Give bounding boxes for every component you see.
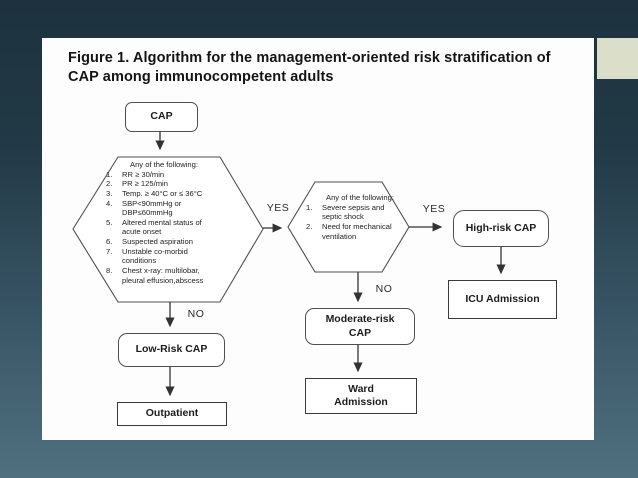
decision-2-criteria: 1. Severe sepsis and septic shock 2. Nee… — [306, 203, 408, 242]
criteria-item: 2. PR ≥ 125/min — [106, 179, 168, 189]
label-yes-1: YES — [266, 202, 290, 214]
node-cap: CAP — [125, 102, 198, 132]
flowchart-connectors — [72, 130, 506, 397]
decision-2-content: Any of the following: 1. Severe sepsis a… — [306, 193, 408, 241]
criteria-item: 7. Unstable co-morbid conditions — [106, 246, 188, 266]
node-moderate-risk-cap: Moderate-risk CAP — [305, 308, 415, 345]
criteria-item: 1. RR ≥ 30/min — [106, 169, 165, 179]
decision-1-content: Any of the following: 1. RR ≥ 30/min 2. … — [106, 160, 248, 285]
criteria-item: 6. Suspected aspiration — [106, 237, 193, 247]
criteria-item: 3. Temp. ≥ 40°C or ≤ 36°C — [106, 188, 203, 198]
label-yes-2: YES — [422, 203, 446, 215]
decision-1-criteria: 1. RR ≥ 30/min 2. PR ≥ 125/min 3. Temp. … — [106, 170, 248, 286]
slide: Figure 1. Algorithm for the management-o… — [42, 38, 594, 440]
node-icu-admission: ICU Admission — [448, 280, 561, 323]
node-outpatient: Outpatient — [117, 402, 231, 430]
criteria-item: 4. SBP<90mmHg or DBP≤60mmHg — [106, 198, 182, 218]
node-ward-admission: Ward Admission — [305, 378, 421, 418]
node-high-risk-cap: High-risk CAP — [453, 210, 549, 247]
node-low-risk-cap: Low-Risk CAP — [118, 333, 225, 367]
decision-2-header: Any of the following: — [326, 193, 394, 202]
cap-risk-flowchart: CAP Any of the following: 1. RR ≥ 30/min… — [42, 38, 594, 440]
criteria-item: 8. Chest x-ray: multilobar, pleural effu… — [106, 266, 204, 285]
label-no-2: NO — [375, 283, 393, 295]
label-no-1: NO — [187, 308, 205, 320]
slide-corner-accent — [597, 38, 638, 79]
criteria-item: 5. Altered mental status of acute onset — [106, 217, 202, 237]
decision-1-header: Any of the following: — [130, 160, 198, 169]
criteria-item: 1. Severe sepsis and septic shock — [306, 202, 385, 222]
criteria-item: 2. Need for mechanical ventilation — [306, 221, 392, 241]
figure-title: Figure 1. Algorithm for the management-o… — [68, 50, 551, 86]
decision-hexagon-severity — [72, 156, 264, 303]
